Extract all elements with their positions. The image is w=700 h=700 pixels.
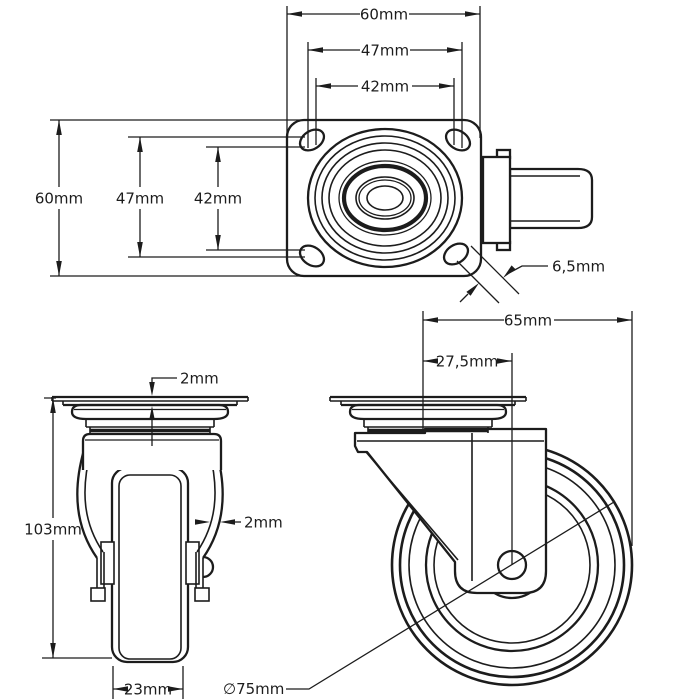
dim-label-top-width-47: 47mm [361,42,409,60]
dim-top-width-42: 42mm [315,78,455,145]
dim-label-slot-diameter: 6,5mm [552,258,605,276]
dim-label-left-height-47: 47mm [116,190,164,208]
dim-label-wheel-diameter: ∅75mm [223,680,284,698]
top-plate-outline [285,118,483,278]
side-view-fork [353,427,548,595]
dim-label-top-width-60: 60mm [360,6,408,24]
mounting-slots [298,128,472,268]
side-view-dome [348,403,508,433]
side-view-plate [329,395,527,407]
dim-left-height-42: 42mm [194,146,305,251]
dim-wall-thickness: 2mm [195,514,283,532]
top-view-wheel [508,167,594,230]
dim-top-width-47: 47mm [307,42,463,148]
dim-label-swivel-offset: 27,5mm [436,353,499,371]
dim-label-top-width-42: 42mm [361,78,409,96]
dim-label-total-length: 65mm [504,312,552,330]
dim-swivel-offset: 27,5mm [423,353,513,565]
dim-left-height-60: 60mm [35,119,300,277]
front-view: 2mm 2mm 103mm 23mm [24,370,283,699]
dim-plate-thickness: 2mm [149,370,219,446]
dim-label-left-height-60: 60mm [35,190,83,208]
swivel-bearing-rings [306,127,464,269]
dim-label-plate-thickness: 2mm [180,370,219,388]
dim-label-wheel-width: 23mm [124,681,172,699]
side-view: 65mm 27,5mm ∅75mm [223,311,634,698]
dim-label-wall-thickness: 2mm [244,514,283,532]
dim-total-height: 103mm [24,397,112,659]
dim-label-total-height: 103mm [24,521,82,539]
top-view: 60mm 47mm 42mm 60mm 47mm [35,6,605,304]
front-view-dome [70,403,230,433]
dim-wheel-width: 23mm [112,666,184,699]
dim-top-width-60: 60mm [286,6,481,138]
dim-left-height-47: 47mm [116,136,305,258]
front-view-wheel [110,466,190,664]
front-view-plate [51,395,249,407]
dim-wheel-diameter: ∅75mm [223,501,615,698]
dim-label-left-height-42: 42mm [194,190,242,208]
dim-slot-diameter: 6,5mm [456,245,605,304]
top-view-fork-bracket [481,148,512,252]
dim-total-length: 65mm [422,311,633,546]
